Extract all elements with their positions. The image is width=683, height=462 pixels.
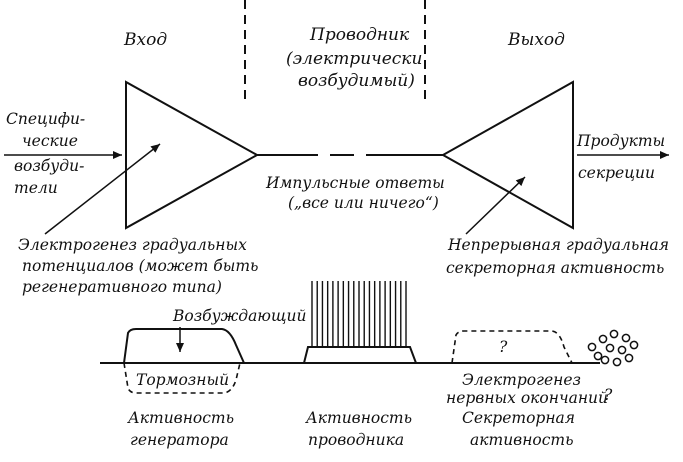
output-secretory-triangle [440, 80, 574, 230]
label-impulse-2: („все или ничего“) [288, 194, 439, 212]
generator-note-3: регенеративного типа) [22, 278, 222, 296]
conductor-spike-train [311, 281, 407, 347]
granule [593, 351, 603, 361]
input-generator-triangle [125, 80, 260, 230]
label-products-2: секреции [578, 164, 655, 182]
granule [605, 343, 615, 353]
secretory-note-1: Непрерывная градуальная [447, 236, 669, 254]
header-conductor: Проводник [309, 25, 410, 45]
header-output: Выход [507, 30, 565, 50]
bottom-gen-2: генератора [130, 431, 229, 449]
bottom-cond-1: Активность [305, 409, 412, 427]
secretion-granules [587, 329, 639, 367]
generator-note-2: потенциалов (может быть [22, 257, 258, 275]
label-terminal-1: Электрогенез [462, 371, 581, 389]
bottom-sec-1: Секреторная [462, 409, 575, 427]
granule [612, 357, 622, 367]
secretory-waveform [451, 330, 573, 364]
label-specific-2: ческие [22, 132, 78, 150]
generator-pointer-arrow [44, 143, 161, 235]
granule [624, 353, 634, 363]
label-specific-3: возбуди- [14, 157, 84, 175]
secretory-pointer-arrow [465, 176, 526, 235]
header-conductor-sub1: (электрически [286, 49, 422, 69]
label-excitatory: Возбуждающий [172, 307, 306, 325]
label-impulse-1: Импульсные ответы [265, 174, 445, 192]
bottom-cond-2: проводника [308, 431, 404, 449]
label-products-1: Продукты [576, 132, 665, 150]
label-specific-1: Специфи- [6, 110, 85, 128]
granule [617, 345, 627, 355]
label-question: ? [499, 338, 508, 356]
bottom-sec-2: активность [470, 431, 574, 449]
inhibitory-waveform [123, 362, 241, 394]
generator-note-1: Электрогенез градуальных [18, 236, 247, 254]
label-terminal-q: ? [604, 386, 613, 404]
granule [621, 333, 631, 343]
granule [609, 329, 619, 339]
granule [587, 342, 597, 352]
label-specific-4: тели [14, 179, 58, 197]
granule [598, 334, 608, 344]
conductor-plateau [303, 346, 417, 364]
header-input: Вход [123, 30, 167, 50]
secretory-note-2: секреторная активность [446, 259, 664, 277]
bottom-gen-1: Активность [127, 409, 234, 427]
granule [600, 355, 610, 365]
label-inhibitory: Тормозный [136, 371, 229, 389]
label-terminal-2: нервных окончаний [446, 389, 608, 407]
header-conductor-sub2: возбудимый) [298, 71, 415, 91]
excitatory-waveform [123, 328, 245, 364]
granule [629, 340, 639, 350]
